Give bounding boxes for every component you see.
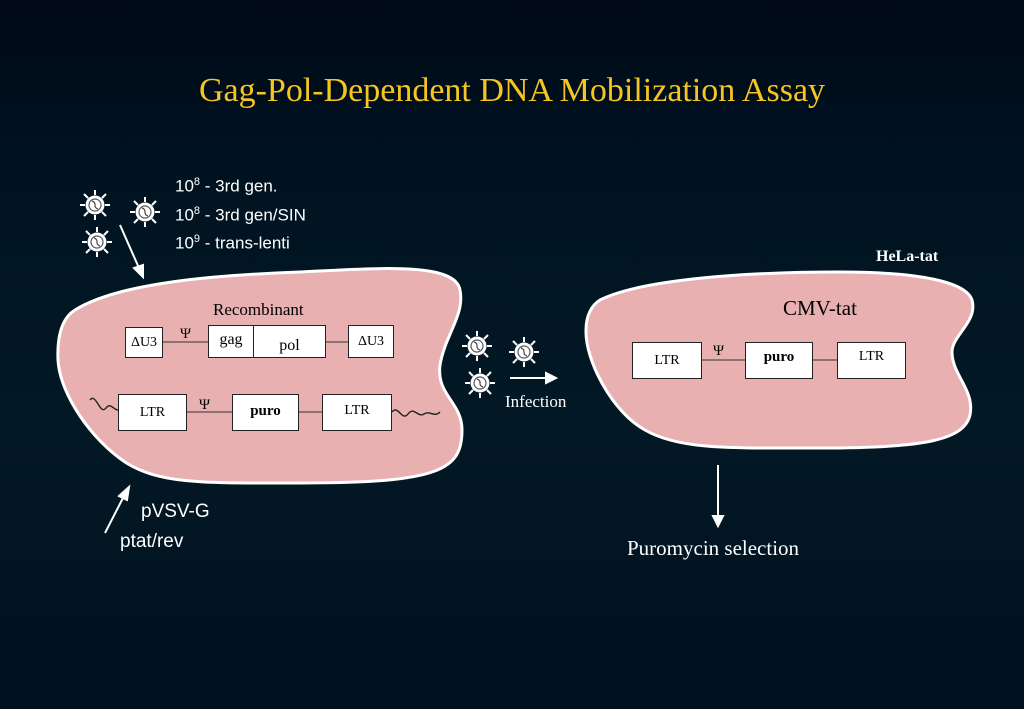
- virion-icon: [81, 226, 113, 258]
- provirus-ltr-right: LTR: [837, 342, 906, 379]
- plasmid-vsvg: pVSV-G: [141, 501, 210, 522]
- virus-entry-arrowhead: [132, 263, 144, 280]
- virion-icon: [464, 367, 496, 399]
- plasmid-arrowhead: [117, 484, 131, 502]
- cmv-tat-label: CMV-tat: [783, 296, 857, 320]
- recombinant-label: Recombinant: [213, 300, 304, 319]
- vector2-ltr-right: LTR: [322, 394, 392, 431]
- virion-icon: [129, 196, 161, 228]
- vector1-ltr-right: ΔU3: [348, 325, 394, 358]
- gene-puro: puro: [232, 394, 299, 431]
- gene-gag: gag: [208, 325, 254, 358]
- selection-arrowhead: [711, 515, 725, 529]
- vector2-psi: Ψ: [199, 397, 211, 413]
- yield-trans-lenti: 109 - trans-lenti: [175, 233, 290, 253]
- infection-arrowhead: [545, 371, 559, 385]
- provirus-psi: Ψ: [713, 343, 725, 359]
- page-title: Gag-Pol-Dependent DNA Mobilization Assay: [198, 72, 826, 109]
- virion-icon: [79, 189, 111, 221]
- infection-label: Infection: [505, 392, 567, 411]
- cell-line-label: HeLa-tat: [876, 248, 939, 265]
- yield-3rd-gen-sin: 108 - 3rd gen/SIN: [175, 205, 306, 225]
- puromycin-selection-label: Puromycin selection: [627, 536, 800, 560]
- virion-icon: [461, 330, 493, 362]
- provirus-puro: puro: [745, 342, 813, 379]
- virion-icon: [508, 336, 540, 368]
- vector1-psi: Ψ: [180, 326, 192, 342]
- vector2-ltr-left: LTR: [118, 394, 187, 431]
- virus-entry-arrow: [119, 224, 140, 269]
- plasmid-tat-rev: ptat/rev: [120, 531, 184, 552]
- gene-pol: pol: [253, 325, 326, 358]
- genomic-dna-left: [89, 397, 119, 411]
- genomic-dna-right: [391, 409, 441, 417]
- provirus-ltr-left: LTR: [632, 342, 702, 379]
- plasmid-arrow: [104, 495, 125, 534]
- yield-3rd-gen: 108 - 3rd gen.: [175, 176, 278, 196]
- vector1-ltr-left: ΔU3: [125, 327, 163, 358]
